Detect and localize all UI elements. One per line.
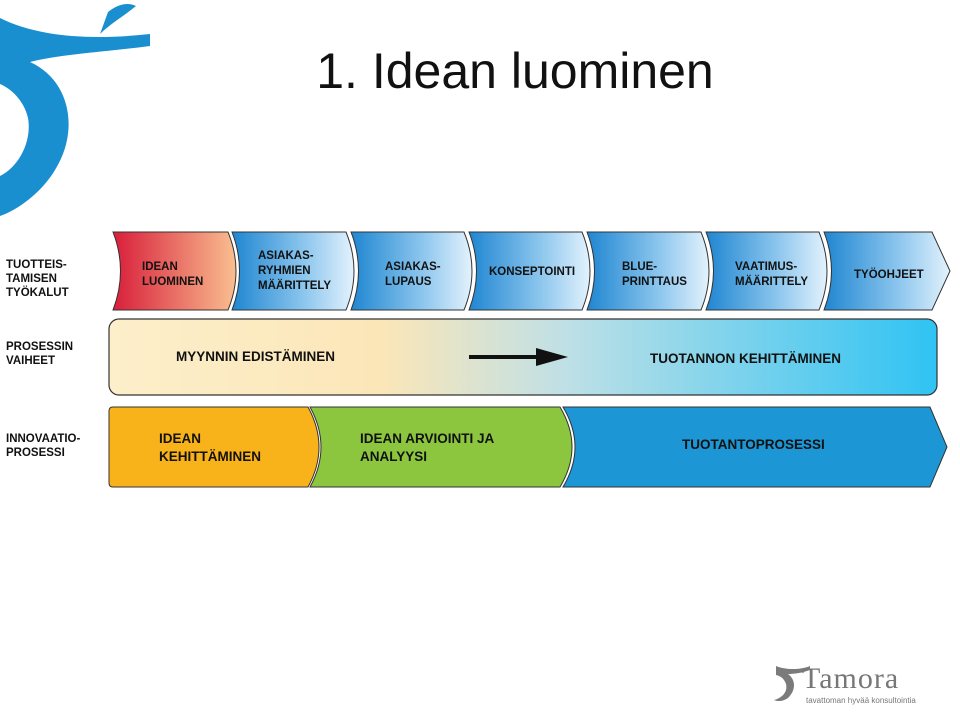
tool-label: TYÖOHJEET	[854, 269, 924, 281]
tool-label: KONSEPTOINTI	[489, 266, 576, 278]
tool-label: ASIAKAS- LUPAUS	[385, 261, 441, 288]
innovation-label: TUOTANTOPROSESSI	[682, 437, 825, 452]
logo-tagline: tavattoman hyvää konsultointia	[806, 696, 916, 705]
phase-right-label: TUOTANNON KEHITTÄMINEN	[650, 351, 841, 366]
chevron-idean-luominen	[112, 231, 237, 311]
innovation-label: IDEAN ARVIOINTI JA ANALYYSI	[360, 431, 495, 464]
chevron-konseptointi	[468, 231, 591, 311]
arrow-right-icon	[469, 348, 568, 366]
chevron-asiakaslupaus	[350, 231, 473, 311]
tool-label: ASIAKAS- RYHMIEN MÄÄRITTELY	[258, 250, 332, 292]
chevron-vaatimusmaarittely	[705, 231, 828, 311]
innovation-label: IDEAN KEHITTÄMINEN	[159, 431, 261, 464]
tamora-logo: Tamora tavattoman hyvää konsultointia	[772, 656, 922, 712]
tool-label: VAATIMUS- MÄÄRITTELY	[735, 261, 809, 288]
tamora-mark-icon	[774, 666, 810, 702]
row-label-innovation: INNOVAATIO- PROSESSI	[6, 433, 81, 459]
brand-swirl-logo	[0, 4, 150, 216]
logo-wordmark: Tamora	[802, 662, 900, 695]
row-label-phases: PROSESSIN VAIHEET	[6, 341, 74, 367]
row-label-tools: TUOTTEIS- TAMISEN TYÖKALUT	[6, 259, 69, 299]
chevron-asiakasryhmien	[231, 231, 355, 311]
innovation-segment-3	[562, 406, 948, 488]
tool-label: BLUE- PRINTTAUS	[622, 261, 687, 288]
chevron-tyoohjeet	[823, 231, 951, 311]
innovation-segment-2	[309, 406, 573, 488]
chevron-blueprinttaus	[586, 231, 710, 311]
phase-left-label: MYYNNIN EDISTÄMINEN	[176, 349, 336, 364]
innovation-segment-1	[108, 406, 320, 488]
page-title: 1. Idean luominen	[316, 43, 714, 99]
tool-label: IDEAN LUOMINEN	[142, 261, 204, 288]
